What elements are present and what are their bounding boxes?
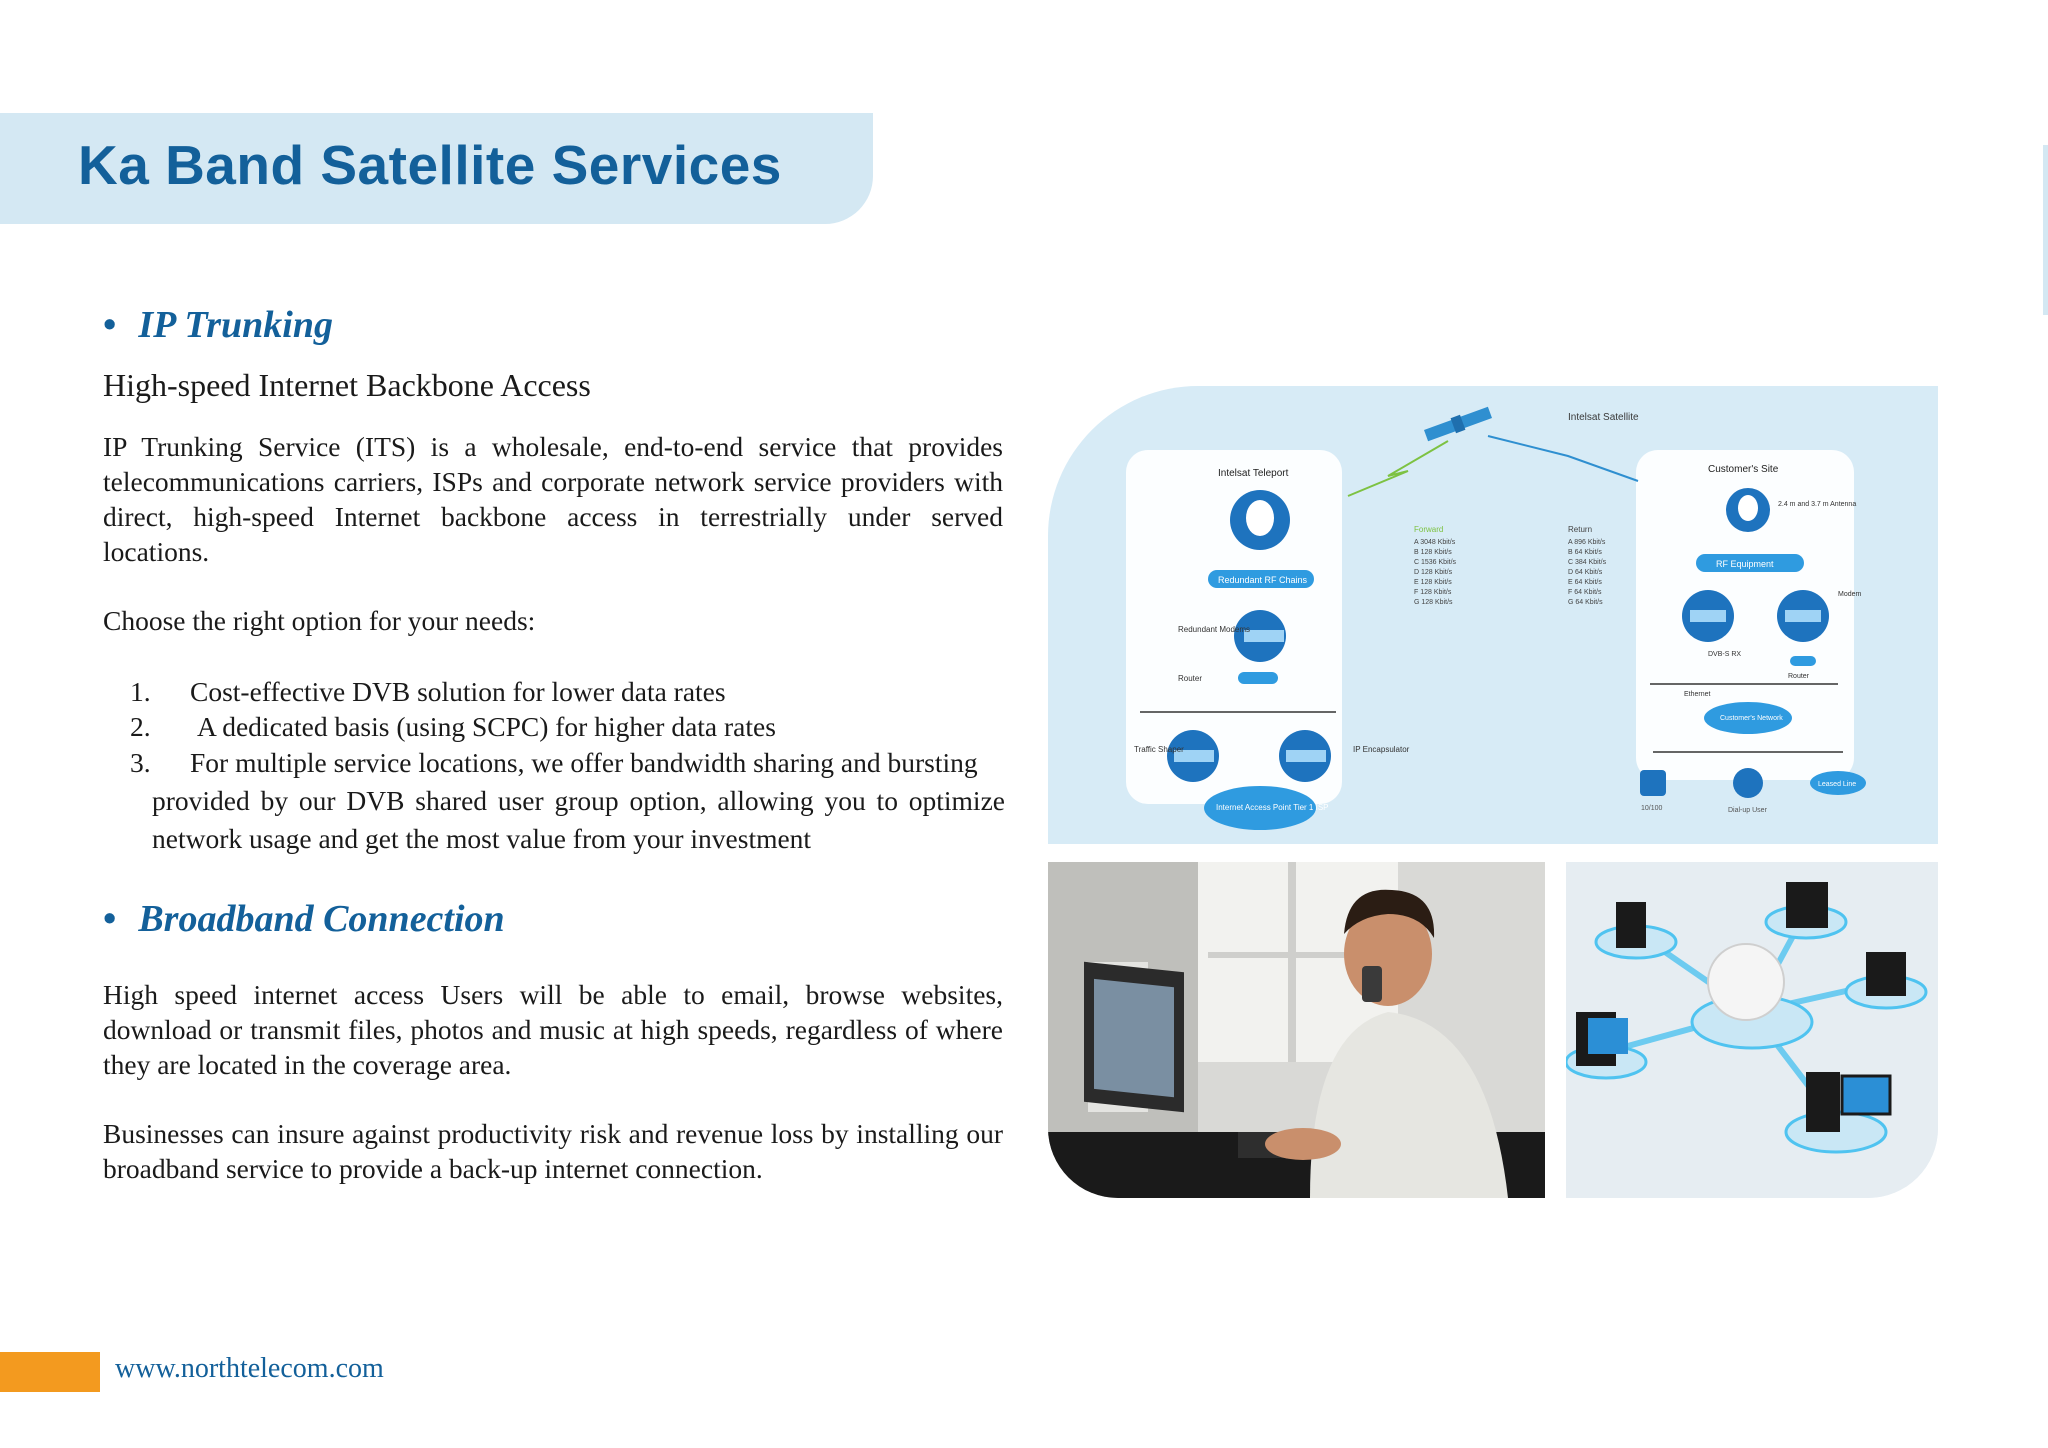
network-diagram: Intelsat Satellite Intelsat Teleport Cus…	[1048, 386, 1938, 844]
lan-label: 10/100	[1641, 805, 1663, 812]
customer-router-label: Router	[1788, 673, 1810, 680]
satellite-dish-icon	[1707, 943, 1785, 1021]
broadband-heading-text: Broadband Connection	[138, 898, 505, 940]
broadband-heading: • Broadband Connection	[103, 897, 505, 941]
options-list: 1. Cost-effective DVB solution for lower…	[130, 674, 1005, 858]
uplink-beam	[1347, 440, 1449, 497]
option-item: 2. A dedicated basis (using SCPC) for hi…	[130, 709, 1005, 744]
option-text: Cost-effective DVB solution for lower da…	[190, 676, 726, 707]
svg-text:C 384 Kbit/s: C 384 Kbit/s	[1568, 559, 1607, 566]
svg-text:D 64 Kbit/s: D 64 Kbit/s	[1568, 569, 1603, 576]
ip-trunking-description: IP Trunking Service (ITS) is a wholesale…	[103, 431, 1003, 567]
edge-tab	[2043, 145, 2048, 315]
option-number: 3.	[130, 747, 151, 778]
svg-text:D 128 Kbit/s: D 128 Kbit/s	[1414, 569, 1453, 576]
router-pill	[1238, 672, 1278, 684]
teleport-label: Intelsat Teleport	[1218, 468, 1289, 479]
svg-text:B 128 Kbit/s: B 128 Kbit/s	[1414, 549, 1452, 556]
dvb-label: DVB-S RX	[1708, 651, 1741, 658]
teleport-panel	[1126, 450, 1342, 804]
network-computers-photo	[1566, 862, 1938, 1198]
internet-cloud-icon	[1204, 786, 1316, 830]
customer-network-label: Customer's Network	[1720, 715, 1783, 722]
downlink-beam	[1487, 435, 1639, 482]
option-text: A dedicated basis (using SCPC) for highe…	[197, 711, 776, 742]
bullet-icon: •	[103, 898, 117, 940]
satellite-icon	[1423, 406, 1493, 442]
rf-chain-label: Redundant RF Chains	[1218, 575, 1308, 585]
svg-text:E 128 Kbit/s: E 128 Kbit/s	[1414, 579, 1452, 586]
forward-label: Forward	[1414, 525, 1443, 534]
option-text-continued: provided by our DVB shared user group op…	[152, 785, 1005, 854]
svg-text:G 128 Kbit/s: G 128 Kbit/s	[1414, 599, 1453, 606]
forward-rates: A 3048 Kbit/s B 128 Kbit/s C 1536 Kbit/s…	[1414, 539, 1457, 606]
option-item: 3. For multiple service locations, we of…	[130, 744, 1005, 858]
svg-text:G 64 Kbit/s: G 64 Kbit/s	[1568, 599, 1603, 606]
rf-chain-pill	[1208, 570, 1314, 588]
broadband-backup-text: Businesses can insure against productivi…	[103, 1118, 1003, 1184]
customer-network-cloud-icon	[1704, 702, 1792, 734]
footer-website-link[interactable]: www.northtelecom.com	[115, 1353, 384, 1384]
businessman-photo	[1048, 862, 1545, 1198]
rf-equipment-label: RF Equipment	[1716, 559, 1774, 569]
svg-text:E 64 Kbit/s: E 64 Kbit/s	[1568, 579, 1602, 586]
header-band	[0, 113, 873, 224]
modems-label: Redundant Modems	[1178, 625, 1250, 634]
svg-text:A 3048 Kbit/s: A 3048 Kbit/s	[1414, 539, 1456, 546]
lan-icon	[1640, 770, 1666, 796]
footer-accent-bar	[0, 1352, 100, 1392]
router-label: Router	[1178, 674, 1202, 683]
svg-text:A 896 Kbit/s: A 896 Kbit/s	[1568, 539, 1606, 546]
customer-router-pill	[1790, 656, 1816, 666]
option-text: For multiple service locations, we offer…	[190, 747, 978, 778]
svg-text:F 128 Kbit/s: F 128 Kbit/s	[1414, 589, 1452, 596]
customer-label: Customer's Site	[1708, 464, 1779, 475]
internet-access-label: Internet Access Point Tier 1 ISP	[1216, 803, 1329, 812]
dialup-user-icon	[1733, 768, 1763, 798]
page-title: Ka Band Satellite Services	[78, 134, 782, 196]
satellite-label: Intelsat Satellite	[1568, 412, 1639, 423]
leased-line-cloud-icon	[1810, 771, 1866, 795]
bullet-icon: •	[103, 304, 117, 346]
ip-encapsulator-label: IP Encapsulator	[1353, 745, 1410, 754]
dialup-label: Dial-up User	[1728, 807, 1768, 814]
rf-equipment-pill	[1696, 554, 1804, 572]
traffic-shaper-label: Traffic Shaper	[1134, 745, 1184, 754]
return-rates: A 896 Kbit/s B 64 Kbit/s C 384 Kbit/s D …	[1568, 539, 1607, 606]
ip-trunking-heading-text: IP Trunking	[138, 304, 333, 346]
choose-text: Choose the right option for your needs:	[103, 605, 536, 636]
modem-label: Modem	[1838, 591, 1862, 598]
svg-text:B 64 Kbit/s: B 64 Kbit/s	[1568, 549, 1602, 556]
broadband-description: High speed internet access Users will be…	[103, 979, 1003, 1080]
option-item: 1. Cost-effective DVB solution for lower…	[130, 674, 1005, 709]
ip-trunking-heading: • IP Trunking	[103, 303, 333, 347]
svg-text:C 1536 Kbit/s: C 1536 Kbit/s	[1414, 559, 1457, 566]
ip-trunking-subheading: High-speed Internet Backbone Access	[103, 367, 591, 403]
leased-line-label: Leased Line	[1818, 781, 1856, 788]
option-number: 1.	[130, 676, 151, 707]
antenna-label: 2.4 m and 3.7 m Antenna	[1778, 501, 1856, 508]
option-number: 2.	[130, 711, 151, 742]
svg-text:F 64 Kbit/s: F 64 Kbit/s	[1568, 589, 1602, 596]
ethernet-label: Ethernet	[1684, 691, 1711, 698]
customer-panel	[1636, 450, 1854, 780]
return-label: Return	[1568, 525, 1592, 534]
